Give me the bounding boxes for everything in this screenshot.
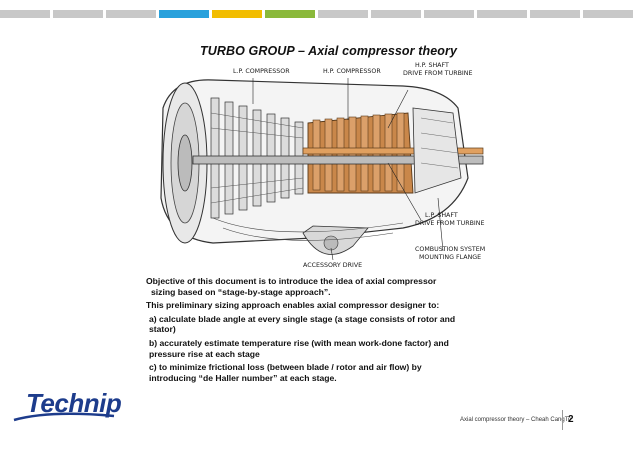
item-a-line-2: stator) (149, 324, 176, 335)
objective-line-1: Objective of this document is to introdu… (146, 276, 437, 286)
preliminary-paragraph: This preliminary sizing approach enables… (146, 300, 440, 311)
top-bar-segment (318, 10, 368, 18)
technip-logo-swoosh (13, 412, 115, 422)
page-number: 2 (568, 414, 574, 425)
top-bar-segment (53, 10, 103, 18)
slide-title: TURBO GROUP – Axial compressor theory (200, 44, 458, 58)
top-bar-segment (530, 10, 580, 18)
callout-combustion-system: COMBUSTION SYSTEM (415, 246, 486, 253)
item-b-line-1: b) accurately estimate temperature rise … (149, 337, 449, 348)
footer-divider (562, 410, 563, 430)
top-bar-segment (424, 10, 474, 18)
callout-lp-compressor: L.P. COMPRESSOR (233, 68, 290, 75)
item-a-line-1: a) calculate blade angle at every single… (149, 313, 456, 324)
top-bar-segment (212, 10, 262, 18)
footer-caption: Axial compressor theory – Cheah CangTo (460, 417, 572, 423)
engine-cutaway-figure: L.P. COMPRESSOR H.P. COMPRESSOR H.P. SHA… (153, 62, 493, 274)
item-b: b) accurately estimate temperature rise … (146, 338, 506, 359)
callout-mounting-flange: MOUNTING FLANGE (419, 254, 482, 261)
engine-cutaway-drawing (160, 78, 484, 261)
item-b-line-2: pressure rise at each stage (149, 348, 260, 359)
top-color-bar (0, 0, 638, 24)
top-bar-segment (583, 10, 633, 18)
callout-accessory-drive: ACCESSORY DRIVE (303, 262, 363, 269)
callout-lp-shaft-drive: DRIVE FROM TURBINE (415, 220, 485, 227)
top-bar-segment (371, 10, 421, 18)
top-bar-segment (159, 10, 209, 18)
item-c: c) to minimize frictional loss (between … (146, 362, 506, 383)
callout-hp-compressor: H.P. COMPRESSOR (323, 68, 381, 75)
item-c-line-1: c) to minimize frictional loss (between … (149, 362, 422, 373)
objective-paragraph: Objective of this document is to introdu… (146, 276, 506, 297)
objective-line-2: sizing based on “stage-by-stage approach… (151, 286, 331, 297)
body-text: Objective of this document is to introdu… (146, 276, 506, 386)
technip-logo: Technip (10, 386, 122, 426)
callout-lp-shaft: L.P. SHAFT (425, 212, 458, 219)
item-c-line-2: introducing “de Haller number” at each s… (149, 372, 337, 383)
item-a: a) calculate blade angle at every single… (146, 314, 506, 335)
top-bar-segment (0, 10, 50, 18)
top-bar-segment (265, 10, 315, 18)
top-bar-segment (477, 10, 527, 18)
top-bar-segment (106, 10, 156, 18)
technip-logo-text: Technip (26, 388, 122, 418)
callout-hp-shaft-drive: DRIVE FROM TURBINE (403, 70, 473, 77)
callout-hp-shaft: H.P. SHAFT (415, 62, 449, 69)
